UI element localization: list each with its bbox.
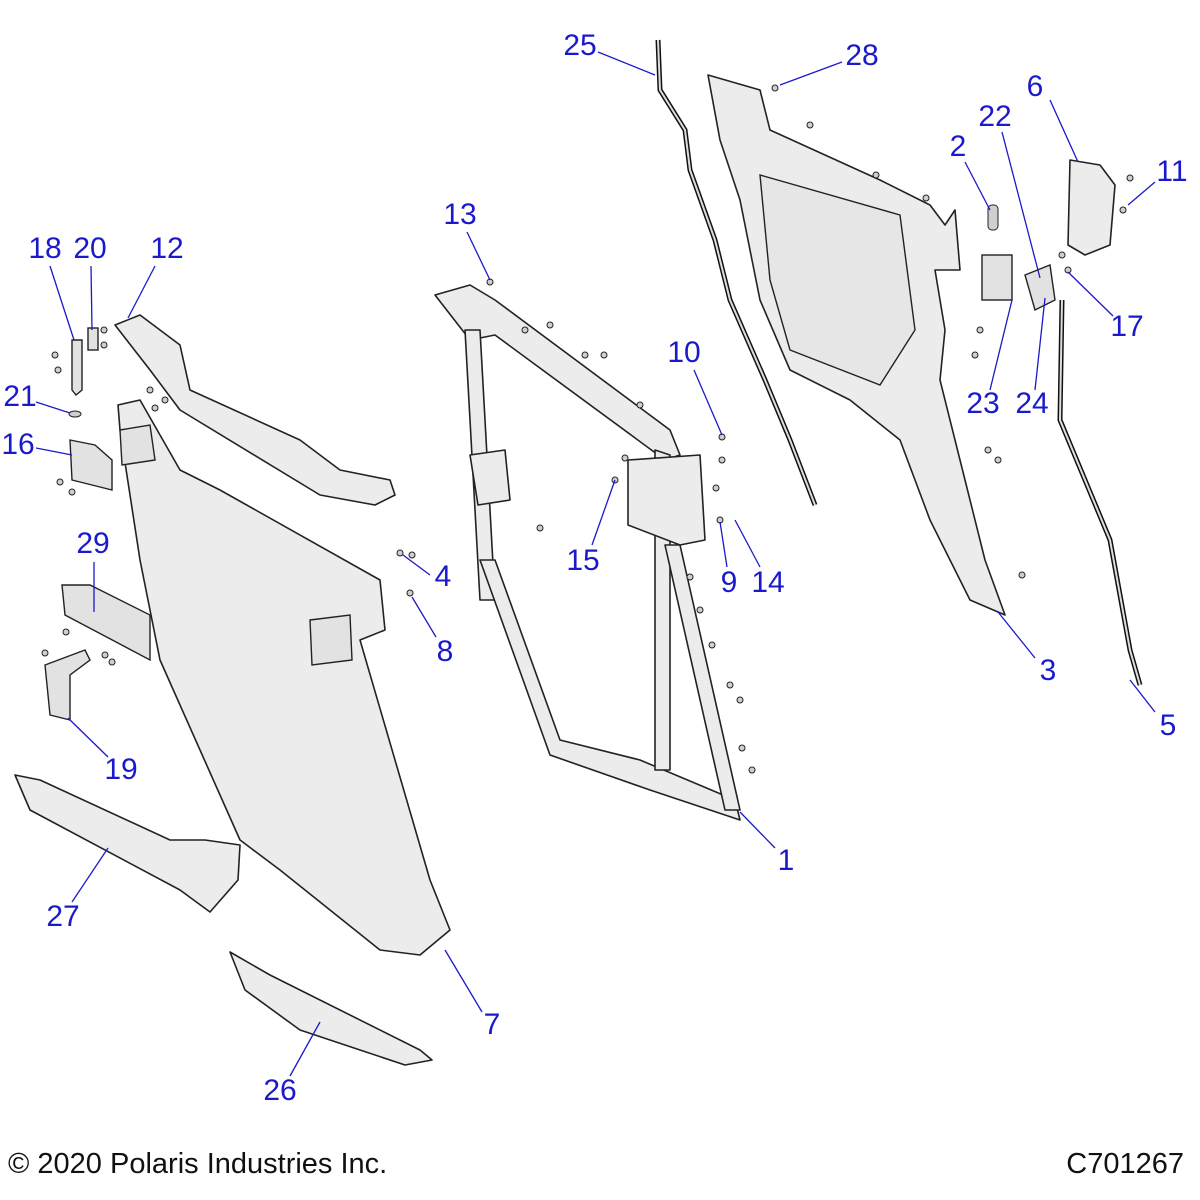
callout-16: 16 bbox=[1, 428, 34, 461]
part-19-handle bbox=[44, 649, 91, 721]
callout-14: 14 bbox=[751, 566, 784, 599]
part-12-trim bbox=[114, 314, 396, 506]
callout-7: 7 bbox=[484, 1008, 501, 1041]
part-27-step-guard bbox=[14, 774, 241, 913]
callout-10: 10 bbox=[667, 336, 700, 369]
part-2-latch bbox=[981, 254, 1013, 301]
callout-18: 18 bbox=[28, 232, 61, 265]
callout-11: 11 bbox=[1156, 155, 1187, 188]
callout-19: 19 bbox=[104, 753, 137, 786]
callout-20: 20 bbox=[73, 232, 106, 265]
part-6-cover bbox=[1067, 159, 1116, 256]
callout-8: 8 bbox=[437, 635, 454, 668]
part-26-step-guard bbox=[229, 951, 433, 1066]
part-21-washer bbox=[68, 410, 82, 418]
callout-26: 26 bbox=[263, 1074, 296, 1107]
part-22-bracket bbox=[1024, 264, 1056, 312]
callout-22: 22 bbox=[978, 100, 1011, 133]
part-20-plate bbox=[87, 327, 99, 351]
callout-6: 6 bbox=[1027, 70, 1044, 103]
callout-9: 9 bbox=[721, 566, 738, 599]
callout-2: 2 bbox=[950, 130, 967, 163]
leader-lines bbox=[35, 51, 1156, 1077]
callout-27: 27 bbox=[46, 900, 79, 933]
part-1-frame bbox=[434, 284, 741, 821]
callout-1: 1 bbox=[778, 844, 795, 877]
callout-13: 13 bbox=[443, 198, 476, 231]
callout-28: 28 bbox=[845, 39, 878, 72]
callout-5: 5 bbox=[1160, 709, 1177, 742]
callout-25: 25 bbox=[563, 29, 596, 62]
diagram-id: C701267 bbox=[1066, 1148, 1184, 1180]
callout-23: 23 bbox=[966, 387, 999, 420]
part-5-seal bbox=[1057, 299, 1143, 686]
part-7-door bbox=[117, 399, 451, 956]
callout-4: 4 bbox=[435, 560, 452, 593]
fastener-hardware bbox=[41, 84, 1134, 774]
callout-12: 12 bbox=[150, 232, 183, 265]
part-29-bracket bbox=[61, 584, 151, 662]
callout-17: 17 bbox=[1110, 310, 1143, 343]
callout-29: 29 bbox=[76, 527, 109, 560]
callout-3: 3 bbox=[1040, 654, 1057, 687]
callout-15: 15 bbox=[566, 544, 599, 577]
copyright-text: © 2020 Polaris Industries Inc. bbox=[8, 1148, 388, 1180]
callout-21: 21 bbox=[3, 380, 36, 413]
part-16-bracket bbox=[69, 439, 113, 491]
callout-24: 24 bbox=[1015, 387, 1048, 420]
part-18-pin bbox=[71, 339, 83, 396]
